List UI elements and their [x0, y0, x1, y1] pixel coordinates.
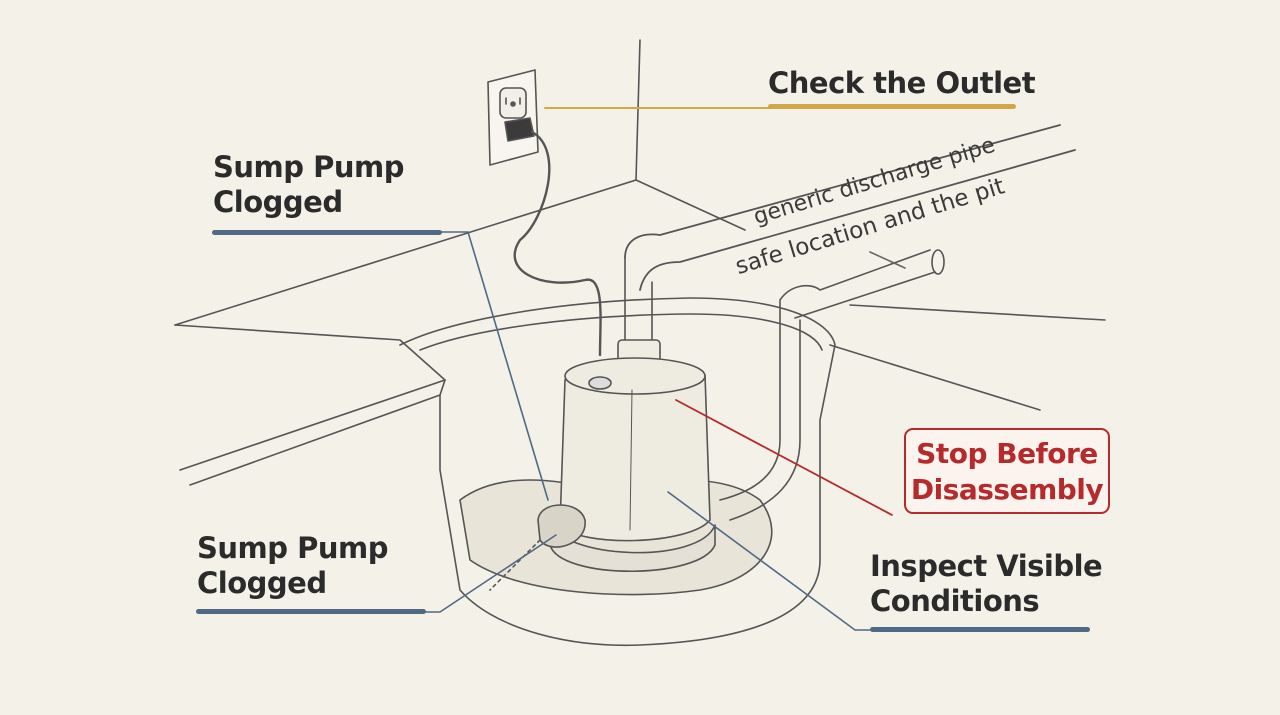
pipe-vertical [624, 257, 653, 346]
label-check-outlet: Check the Outlet [768, 66, 1036, 101]
label-clogged-top-line1: Sump Pump [213, 150, 404, 184]
floor-slab [174, 324, 446, 486]
label-inspect: Inspect Visible Conditions [870, 549, 1103, 619]
clogged-top-leader-line [439, 231, 549, 501]
pump-base [547, 519, 716, 572]
stop-leader-line [675, 399, 893, 516]
label-clogged-bottom-line1: Sump Pump [197, 531, 388, 565]
label-stop: Stop Before Disassembly [906, 430, 1108, 508]
label-clogged-bottom-line2: Clogged [197, 566, 327, 600]
label-clogged-top: Sump Pump Clogged [213, 150, 404, 220]
plug [504, 117, 535, 142]
return-pipe [719, 249, 936, 521]
label-inspect-line1: Inspect Visible [870, 549, 1103, 583]
label-check-outlet-underline [768, 104, 1016, 109]
label-stop-line1: Stop Before [916, 437, 1098, 470]
label-inspect-underline [870, 627, 1090, 632]
label-clogged-top-underline [212, 230, 442, 235]
sump-pit [399, 297, 836, 647]
inspect-leader-line [667, 491, 871, 631]
stop-warning-box: Stop Before Disassembly [904, 428, 1110, 514]
clogged-bottom-leader-line [424, 534, 557, 613]
label-clogged-bottom: Sump Pump Clogged [197, 531, 388, 601]
label-inspect-line2: Conditions [870, 584, 1040, 618]
pump-intake [537, 504, 586, 548]
label-clogged-top-line2: Clogged [213, 185, 343, 219]
power-cord [513, 130, 602, 357]
label-clogged-bottom-underline [196, 609, 426, 614]
floor-right-edge [829, 304, 1106, 411]
floor-back-edge [174, 179, 637, 326]
label-check-outlet-text: Check the Outlet [768, 66, 1036, 100]
wall-corner-line [635, 39, 746, 231]
label-stop-line2: Disassembly [910, 473, 1104, 506]
discharge-pipe [624, 124, 1076, 291]
